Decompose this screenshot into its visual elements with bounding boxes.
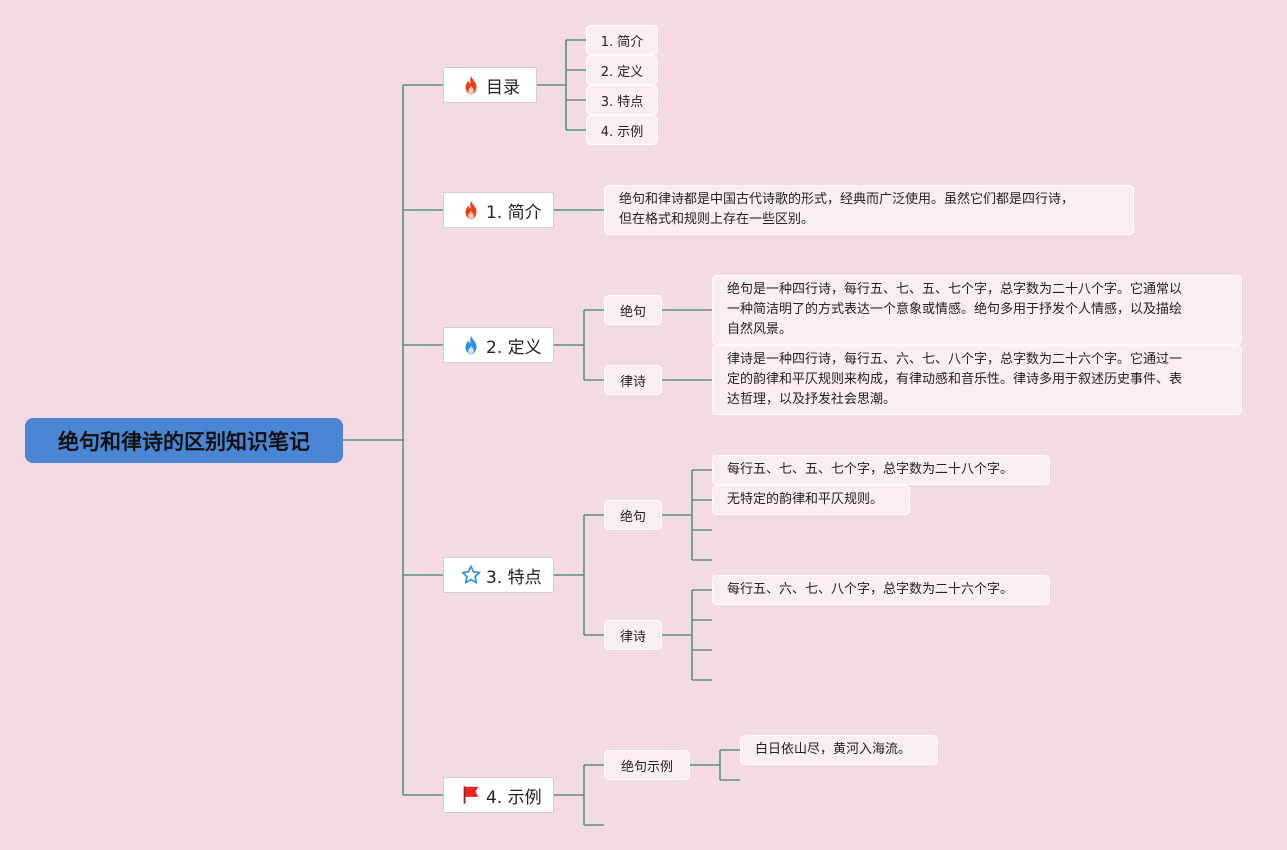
red-flag-icon (463, 786, 479, 804)
branch-features[interactable]: 3. 特点 (443, 557, 554, 593)
branch-examples[interactable]: 4. 示例 (443, 777, 554, 813)
definition-lushi[interactable]: 律诗 (604, 365, 662, 395)
toc-item-intro[interactable]: 1. 简介 (586, 25, 658, 55)
definition-text-line: 一种简洁明了的方式表达一个意象或情感。绝句多用于抒发个人情感，以及描绘 (727, 302, 1183, 317)
features-lushi-label: 律诗 (619, 629, 646, 645)
features-point-text: 每行五、六、七、八个字，总字数为二十六个字。 (727, 582, 1014, 597)
examples-line-text: 白日依山尽，黄河入海流。 (755, 742, 912, 757)
blue-fire-icon (465, 335, 477, 355)
features-jueju-point[interactable]: 每行五、七、五、七个字，总字数为二十八个字。 (712, 455, 1050, 485)
features-lushi[interactable]: 律诗 (604, 620, 662, 650)
branch-definition[interactable]: 2. 定义 (443, 327, 554, 363)
features-jueju-label: 绝句 (619, 509, 646, 525)
definition-text-line: 律诗是一种四行诗，每行五、六、七、八个字，总字数为二十六个字。它通过一 (727, 352, 1183, 367)
toc-item-label: 1. 简介 (600, 34, 644, 50)
branch-examples-label: 4. 示例 (486, 787, 542, 808)
examples-jueju[interactable]: 绝句示例 (604, 750, 690, 780)
toc-item-label: 2. 定义 (600, 64, 644, 80)
branch-toc[interactable]: 目录 (443, 67, 537, 103)
toc-item-label: 4. 示例 (600, 124, 644, 140)
definition-lushi-text[interactable]: 律诗是一种四行诗，每行五、六、七、八个字，总字数为二十六个字。它通过一 定的韵律… (712, 345, 1242, 415)
fire-icon (465, 200, 477, 220)
toc-item-definition[interactable]: 2. 定义 (586, 55, 658, 85)
toc-item-examples[interactable]: 4. 示例 (586, 115, 658, 145)
branch-intro-label: 1. 简介 (486, 202, 542, 223)
definition-text-line: 自然风景。 (727, 322, 793, 337)
examples-jueju-label: 绝句示例 (620, 759, 673, 775)
features-point-text: 无特定的韵律和平仄规则。 (727, 492, 884, 507)
toc-item-features[interactable]: 3. 特点 (586, 85, 658, 115)
intro-text-line: 但在格式和规则上存在一些区别。 (619, 212, 815, 227)
definition-jueju-text[interactable]: 绝句是一种四行诗，每行五、七、五、七个字，总字数为二十八个字。它通常以 一种简洁… (712, 275, 1242, 345)
intro-text[interactable]: 绝句和律诗都是中国古代诗歌的形式，经典而广泛使用。虽然它们都是四行诗， 但在格式… (604, 185, 1134, 235)
definition-text-line: 达哲理，以及抒发社会思潮。 (727, 392, 897, 407)
fire-icon (465, 75, 477, 95)
branch-definition-label: 2. 定义 (486, 337, 542, 358)
definition-lushi-label: 律诗 (619, 374, 646, 390)
features-lushi-point[interactable]: 每行五、六、七、八个字，总字数为二十六个字。 (712, 575, 1050, 605)
definition-text-line: 绝句是一种四行诗，每行五、七、五、七个字，总字数为二十八个字。它通常以 (727, 282, 1183, 297)
definition-text-line: 定的韵律和平仄规则来构成，有律动感和音乐性。律诗多用于叙述历史事件、表 (727, 372, 1183, 387)
root-topic-label: 绝句和律诗的区别知识笔记 (58, 429, 310, 454)
branch-toc-label: 目录 (486, 77, 520, 98)
definition-jueju[interactable]: 绝句 (604, 295, 662, 325)
definition-jueju-label: 绝句 (619, 304, 646, 320)
root-topic[interactable]: 绝句和律诗的区别知识笔记 (25, 418, 343, 463)
intro-text-line: 绝句和律诗都是中国古代诗歌的形式，经典而广泛使用。虽然它们都是四行诗， (619, 192, 1075, 207)
branch-intro[interactable]: 1. 简介 (443, 192, 554, 228)
examples-jueju-line[interactable]: 白日依山尽，黄河入海流。 (740, 735, 938, 765)
features-point-text: 每行五、七、五、七个字，总字数为二十八个字。 (727, 462, 1014, 477)
star-icon (461, 565, 481, 584)
toc-item-label: 3. 特点 (600, 94, 644, 110)
features-jueju[interactable]: 绝句 (604, 500, 662, 530)
branch-features-label: 3. 特点 (486, 567, 542, 588)
features-jueju-point[interactable]: 无特定的韵律和平仄规则。 (712, 485, 910, 515)
